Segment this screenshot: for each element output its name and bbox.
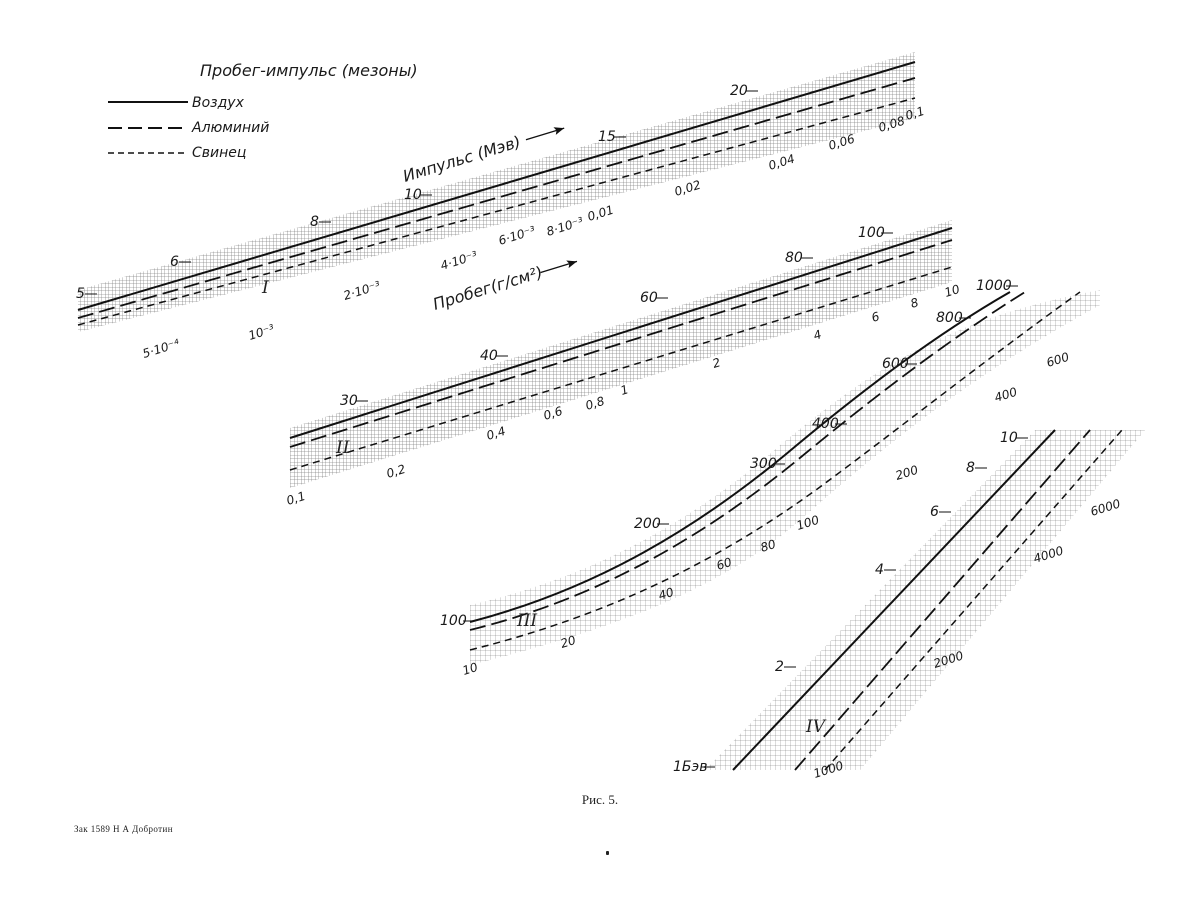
panel-II-range-tick: 2 xyxy=(711,355,722,371)
panel-I-grid xyxy=(78,52,915,332)
panel-II-curve-aluminium xyxy=(289,239,953,448)
panel-IV-momentum-tick: 6 xyxy=(930,504,939,520)
panel-IV-curve-air xyxy=(732,429,1056,771)
page-dot xyxy=(606,851,609,855)
panel-III-momentum-tick: 300 xyxy=(750,456,777,472)
panel-I-curve-aluminium xyxy=(77,77,916,319)
panel-I-range-tick: 0,04 xyxy=(767,152,797,173)
panel-III-curve-aluminium xyxy=(469,291,1026,631)
panel-IV-curve-aluminium xyxy=(794,429,1091,771)
panel-II-range-tick: 1 xyxy=(619,382,630,398)
panel-II-range-tick: 0,1 xyxy=(285,489,307,508)
print-footer: Зак 1589 Н А Добротин xyxy=(74,824,173,834)
panel-II-momentum-tick: 100 xyxy=(858,225,885,241)
panel-II-range-tick: 0,2 xyxy=(385,462,407,481)
panel-II-range-tick: 6 xyxy=(870,309,882,325)
panel-IV-grid xyxy=(705,430,1145,770)
legend-title: Пробег-импульс (мезоны) xyxy=(200,61,418,80)
panel-II-curve-lead xyxy=(289,266,953,471)
panel-I-momentum-tick: 5 xyxy=(76,286,85,302)
panel-I-momentum-tick: 15 xyxy=(598,129,616,145)
panel-II-curve-air xyxy=(289,227,953,439)
panel-III-range-tick: 600 xyxy=(1045,350,1071,370)
panel-I-range-tick: 4·10⁻³ xyxy=(439,248,479,273)
panel-IV-momentum-tick: 2 xyxy=(775,659,784,675)
figure-caption: Рис. 5. xyxy=(581,792,619,807)
panel-II-range-tick: 0,8 xyxy=(584,394,607,413)
panel-III-momentum-tick: 400 xyxy=(812,416,839,432)
panel-IV-momentum-tick: 4 xyxy=(875,562,884,578)
panel-II-momentum-tick: 80 xyxy=(785,250,803,266)
momentum-arrow-head xyxy=(553,127,565,135)
panel-III-range-tick: 400 xyxy=(993,385,1019,405)
panel-II-momentum-tick: 40 xyxy=(480,348,498,364)
panel-I-range-tick: 0,02 xyxy=(673,178,703,199)
legend-item-air: Воздух xyxy=(192,95,245,111)
panel-I-momentum-tick: 8 xyxy=(310,214,319,230)
panel-III-curve-lead xyxy=(469,291,1081,651)
panel-II-grid xyxy=(290,220,952,488)
panel-III-numeral: III xyxy=(516,611,537,631)
panel-I-range-tick: 0,1 xyxy=(904,104,926,123)
panel-IV-numeral: IV xyxy=(805,717,827,737)
legend-item-aluminium: Алюминий xyxy=(191,120,269,136)
panel-IV-momentum-tick: 10 xyxy=(1000,430,1018,446)
panel-I-range-tick: 2·10⁻³ xyxy=(342,278,382,303)
panel-I-momentum-tick: 20 xyxy=(730,83,748,99)
panel-III-momentum-tick: 100 xyxy=(440,613,467,629)
panel-II-momentum-tick: 30 xyxy=(340,393,358,409)
legend: Пробег-импульс (мезоны) Воздух Алюминий … xyxy=(108,61,418,161)
panel-II-momentum-tick: 60 xyxy=(640,290,658,306)
panel-III-range-tick: 10 xyxy=(461,660,480,678)
panel-III-curve-air xyxy=(469,291,1011,623)
panel-II-range-tick: 10 xyxy=(943,282,962,300)
panel-I-momentum-tick: 10 xyxy=(404,187,422,203)
panel-I-momentum-tick: 6 xyxy=(170,254,179,270)
panel-IV-momentum-tick: 1Бэв xyxy=(673,759,707,775)
panel-II-range-tick: 0,6 xyxy=(542,404,565,423)
curves xyxy=(77,61,1123,771)
panel-IV-curve-lead xyxy=(824,429,1123,771)
panel-IV-momentum-tick: 8 xyxy=(966,460,975,476)
panel-I-range-tick: 6·10⁻³ xyxy=(497,223,537,248)
panel-I-range-tick: 5·10⁻⁴ xyxy=(141,336,181,361)
panel-I-range-tick: 0,01 xyxy=(586,203,616,224)
panel-I-range-tick: 8·10⁻³ xyxy=(545,214,585,239)
panel-I-curve-lead xyxy=(77,97,916,326)
panel-III-range-tick: 200 xyxy=(894,463,920,483)
tick-labels: 5 6 8 10 15 20 5·10⁻⁴ 10⁻³ 2·10⁻³ 4·10⁻³ 6·10⁻³ 8·1… xyxy=(76,83,1122,781)
panel-III-range-tick: 20 xyxy=(559,633,578,651)
panel-I-curve-air xyxy=(77,61,916,311)
panel-III-range-tick: 60 xyxy=(715,555,734,573)
panel-IV-range-tick: 6000 xyxy=(1089,496,1123,518)
panel-II-numeral: II xyxy=(335,438,350,458)
panel-II-range-tick: 4 xyxy=(812,327,823,343)
panel-III-momentum-tick: 1000 xyxy=(976,278,1012,294)
panel-III-range-tick: 80 xyxy=(759,537,778,555)
panel-III-momentum-tick: 600 xyxy=(882,356,909,372)
panel-III-range-tick: 40 xyxy=(657,585,676,603)
panel-III-momentum-tick: 200 xyxy=(634,516,661,532)
range-arrow-head xyxy=(566,260,577,269)
panel-II-range-tick: 0,4 xyxy=(485,424,507,443)
panel-II-range-tick: 8 xyxy=(909,295,921,311)
panel-III-range-tick: 100 xyxy=(795,513,821,533)
panel-I-range-tick: 10⁻³ xyxy=(247,322,277,343)
panel-I-numeral: I xyxy=(261,278,269,298)
legend-item-lead: Свинец xyxy=(192,145,246,161)
panel-III-momentum-tick: 800 xyxy=(936,310,963,326)
